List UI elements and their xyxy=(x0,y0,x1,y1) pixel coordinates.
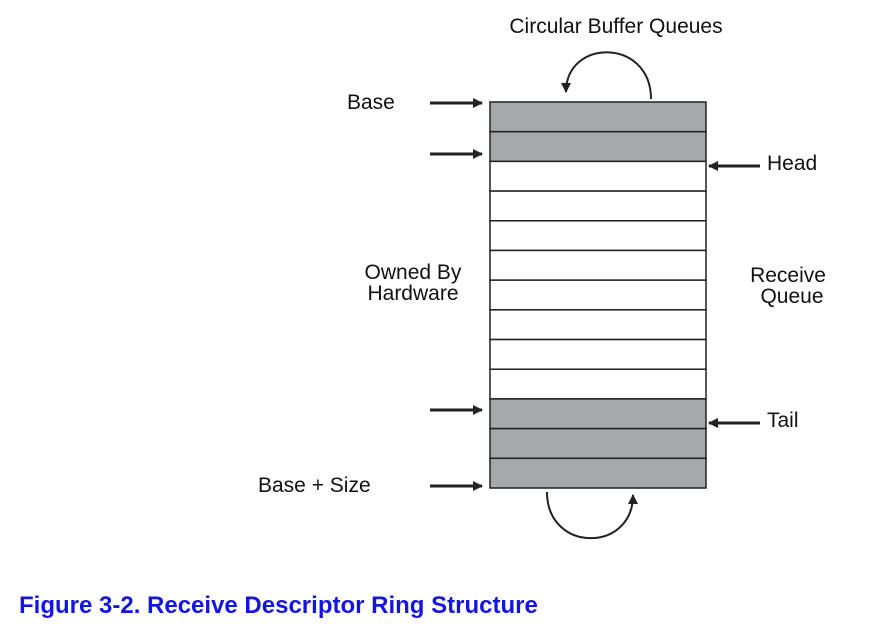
ring-slot xyxy=(489,457,707,489)
head-label: Head xyxy=(767,152,817,175)
tail-label: Tail xyxy=(767,409,799,432)
ring-slot xyxy=(489,368,707,400)
ring-slot xyxy=(489,398,707,430)
top-wraparound-arrow xyxy=(561,51,652,100)
ring-slot xyxy=(489,160,707,192)
ring-slot xyxy=(489,279,707,311)
ring-slot xyxy=(489,338,707,370)
ring-slot xyxy=(489,309,707,341)
descriptor-ring xyxy=(489,101,707,489)
base-label: Base xyxy=(347,91,395,114)
owned-by-label-line1: Owned By xyxy=(365,261,462,284)
ring-slot xyxy=(489,101,707,133)
diagram-title: Circular Buffer Queues xyxy=(509,15,722,38)
ring-slot xyxy=(489,130,707,163)
base-plus-size-label: Base + Size xyxy=(258,474,371,497)
receive-queue-label-line1: Receive xyxy=(750,264,826,287)
ring-slot xyxy=(489,190,707,222)
ring-slot xyxy=(489,249,707,281)
ring-slot xyxy=(489,220,707,252)
receive-queue-label-line2: Queue xyxy=(760,285,823,308)
owned-by-label-line2: Hardware xyxy=(367,282,458,305)
ring-slot xyxy=(489,427,707,460)
bottom-wraparound-arrow xyxy=(546,491,638,540)
figure-caption: Figure 3-2. Receive Descriptor Ring Stru… xyxy=(19,592,538,619)
